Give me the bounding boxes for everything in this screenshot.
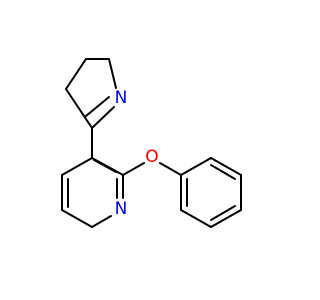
n-pyridine-label: N — [115, 199, 128, 219]
atom-o-ether: O — [145, 147, 158, 167]
bond-ph-1 — [180, 157, 212, 176]
bond-c6-n — [91, 215, 112, 228]
bond-ch2-n — [108, 58, 117, 89]
bond-ph-4 — [210, 209, 242, 228]
bond-ch2-c — [65, 88, 93, 129]
bond-c-n-double-outer — [91, 106, 115, 129]
bond-ph-4-inner — [210, 205, 236, 221]
molecule-canvas: N N O — [61, 58, 242, 228]
o-ether-label: O — [145, 147, 158, 167]
bond-c2-c3-inner — [93, 159, 117, 173]
bond-c2-o — [122, 162, 145, 176]
molecule-structure: N N O — [61, 58, 242, 228]
phenyl-ring — [180, 157, 242, 228]
pyridine-ring — [61, 157, 124, 228]
bond-ph-5 — [180, 209, 212, 228]
n-pyrroline-label: N — [115, 88, 128, 108]
bond-c3-c4 — [61, 157, 93, 176]
bond-c-n-double-inner — [85, 96, 110, 117]
pyrroline-ring — [65, 58, 117, 129]
bond-c5-c6 — [61, 209, 93, 228]
atom-n-pyrroline: N — [115, 88, 128, 108]
bond-ch2-ch2-left — [65, 58, 87, 90]
bond-o-phenyl — [159, 162, 182, 176]
atom-n-pyridine: N — [115, 199, 128, 219]
bond-ph-2 — [210, 157, 242, 176]
bond-ph-2-inner — [210, 164, 236, 180]
